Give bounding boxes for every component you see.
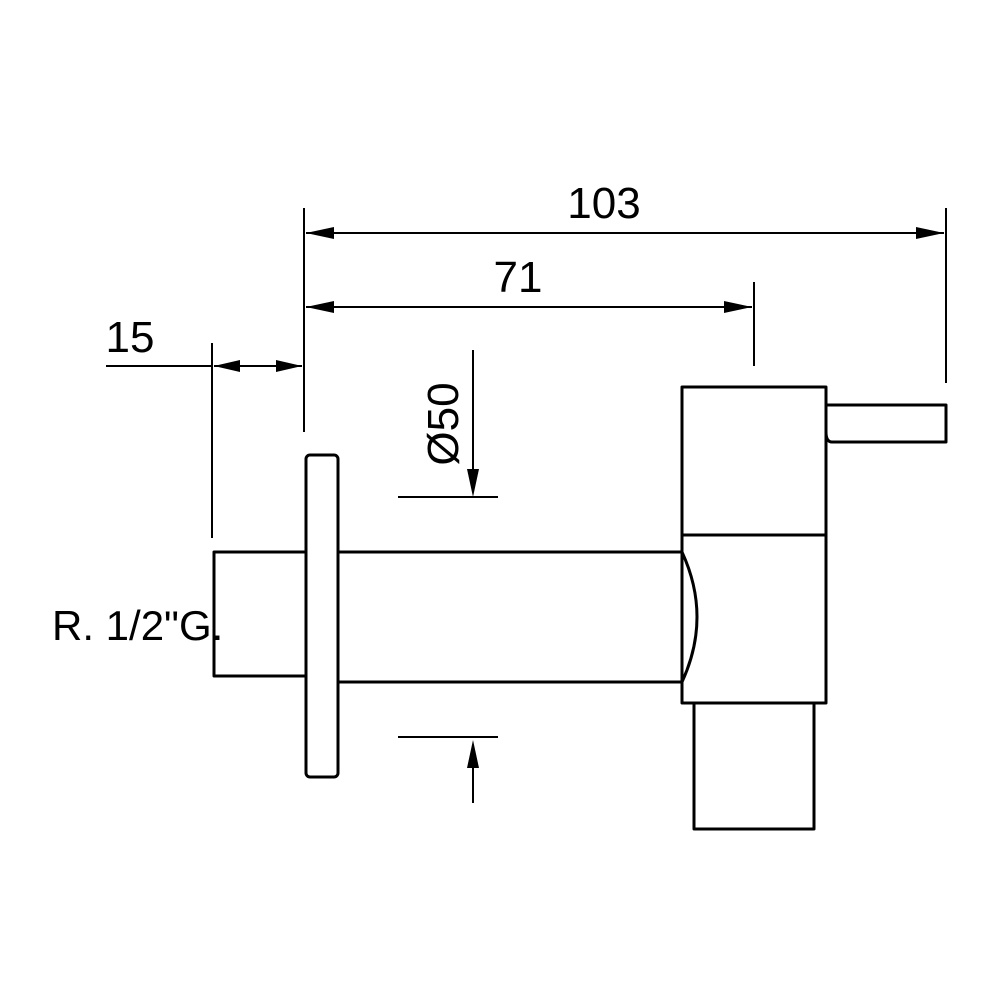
thread-length-dimension: 15 xyxy=(106,313,302,538)
body-tube xyxy=(304,550,698,684)
arrowhead-down xyxy=(467,469,479,497)
handle-lever xyxy=(824,403,948,444)
diameter-dimension: Ø50 xyxy=(398,350,498,803)
body-length-dimension: 71 xyxy=(306,253,755,366)
arrowhead-left xyxy=(306,301,334,313)
arrowhead-right xyxy=(724,301,752,313)
arrowhead-left xyxy=(306,227,334,239)
arrowhead-right xyxy=(916,227,944,239)
spout-outlet xyxy=(692,701,816,831)
threaded-connector xyxy=(212,550,310,678)
arrowhead-left xyxy=(214,360,240,372)
valve-head-lower xyxy=(680,533,828,705)
arrowhead-up xyxy=(467,740,479,768)
arrowhead-right xyxy=(276,360,302,372)
diameter-label: Ø50 xyxy=(419,382,468,465)
thread-length-label: 15 xyxy=(106,313,155,362)
valve-head-upper xyxy=(680,385,828,537)
overall-length-dimension: 103 xyxy=(303,179,947,432)
thread-spec-label: R. 1/2"G. xyxy=(52,602,223,649)
tube-joint-curve xyxy=(680,550,699,684)
valve-body xyxy=(212,385,948,831)
body-length-label: 71 xyxy=(494,253,543,302)
overall-length-label: 103 xyxy=(567,179,640,228)
wall-flange xyxy=(304,453,340,779)
